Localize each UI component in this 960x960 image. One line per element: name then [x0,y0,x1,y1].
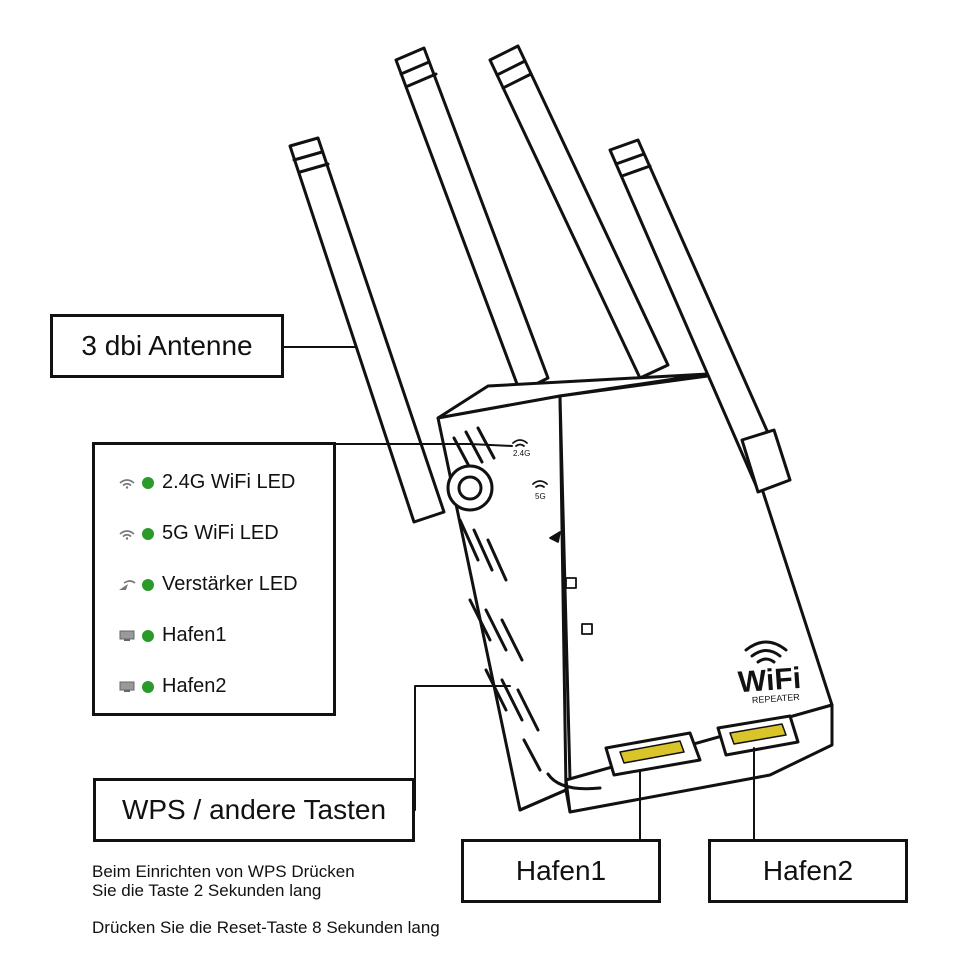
led-green-dot [142,476,154,489]
port1-callout: Hafen1 [461,839,661,903]
wps-instruction-line: Beim Einrichten von WPS Drücken [92,862,355,881]
ethernet-port-2 [716,714,800,757]
wifi-icon [512,439,528,447]
port2-callout: Hafen2 [708,839,908,903]
wps-instruction: Beim Einrichten von WPS Drücken Sie die … [92,862,492,900]
reset-instruction: Drücken Sie die Reset-Taste 8 Sekunden l… [92,918,440,937]
antenna-callout: 3 dbi Antenne [50,314,284,378]
device-led-icons [512,439,593,635]
device-logo-sub: REPEATER [752,692,801,705]
monitor-icon [581,623,593,635]
antenna-front-left [288,136,494,524]
wifi-icon [117,476,137,490]
led-green-dot [142,629,154,642]
ethernet-port-1 [604,731,702,777]
repeater-signal-icon [117,578,137,592]
led-legend-item: 2.4G WiFi LED [117,457,333,508]
repeater-signal-icon [549,531,561,543]
led-legend-label: 2.4G WiFi LED [162,471,296,493]
led-legend-item: Hafen1 [117,610,333,661]
antenna-callout-label: 3 dbi Antenne [81,330,253,361]
device-led-5g-label: 5G [535,492,546,501]
monitor-icon [565,577,577,589]
led-legend-item: Verstärker LED [117,559,333,610]
led-green-dot [142,680,154,693]
led-legend-item: 5G WiFi LED [117,508,333,559]
wps-callout: WPS / andere Tasten [93,778,415,842]
led-green-dot [142,578,154,591]
led-legend-label: Verstärker LED [162,573,298,595]
port1-callout-label: Hafen1 [515,855,607,886]
led-green-dot [142,527,154,540]
port2-callout-label: Hafen2 [762,855,854,886]
wps-callout-label: WPS / andere Tasten [121,794,387,825]
wifi-icon [532,480,548,488]
device-led-24g-label: 2.4G [513,449,530,458]
antenna-back-right [488,44,670,380]
wifi-logo-icon [744,640,788,664]
device-logo-main: WiFi [737,662,802,699]
led-legend-item: Hafen2 [117,661,333,712]
led-legend-label: Hafen2 [162,675,227,697]
antenna-front-right [608,138,792,494]
led-legend-label: Hafen1 [162,624,227,646]
led-legend: 2.4G WiFi LED 5G WiFi LED Verstärker LED… [92,442,336,716]
wifi-icon [117,527,137,541]
monitor-icon [117,680,137,694]
antenna-back-left [394,46,550,394]
led-legend-label: 5G WiFi LED [162,522,279,544]
monitor-icon [117,629,137,643]
leader-lines [283,346,755,840]
wps-instruction-line: Sie die Taste 2 Sekunden lang [92,881,322,900]
